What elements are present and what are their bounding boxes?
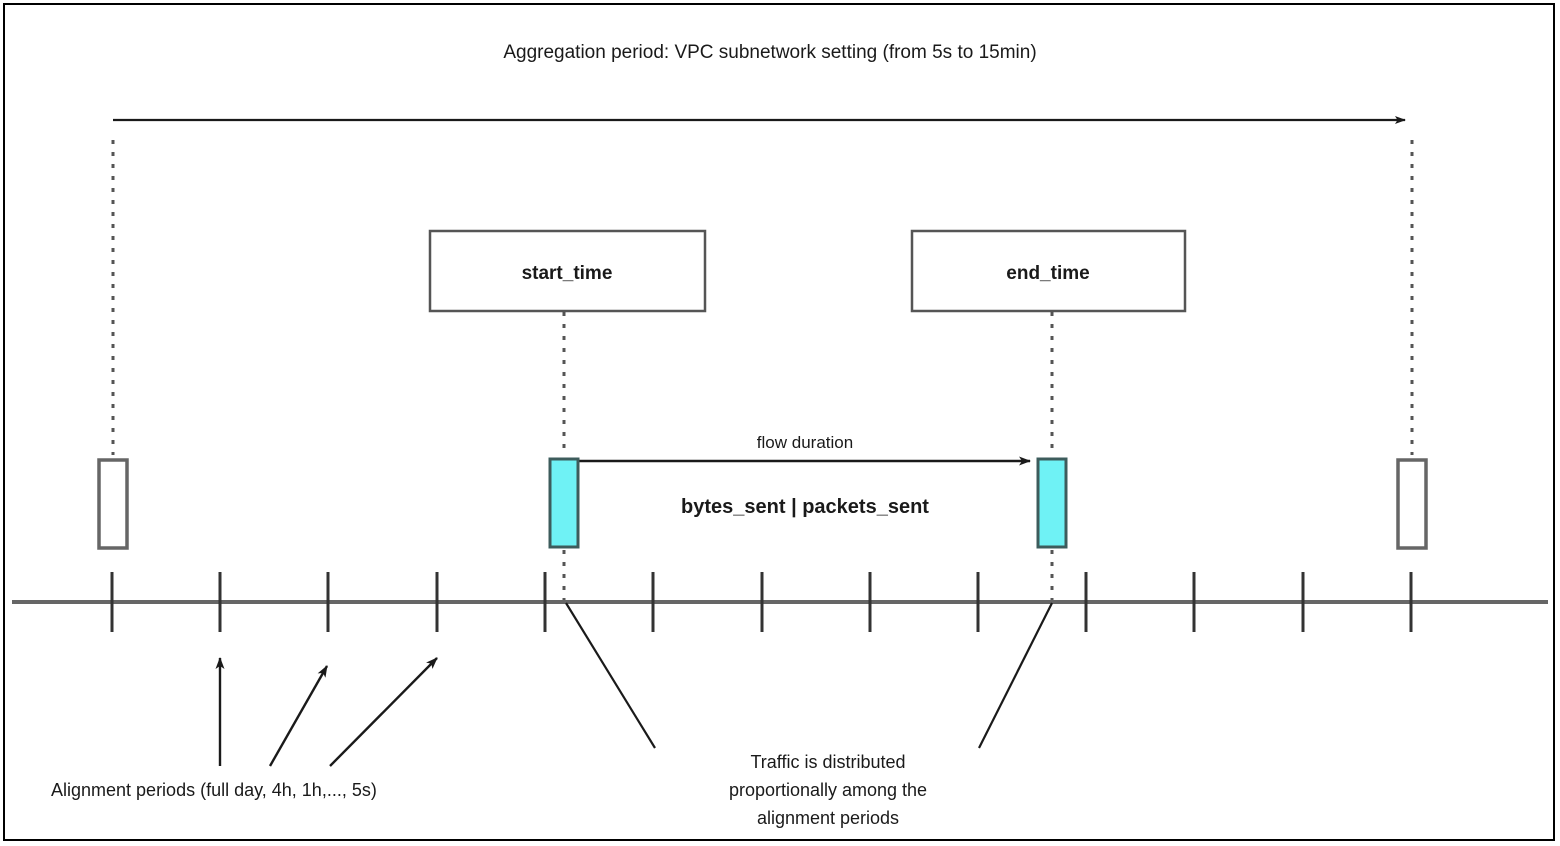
aggregation-boundary-bar-left bbox=[97, 458, 129, 550]
alignment-periods-caption: Alignment periods (full day, 4h, 1h,...,… bbox=[51, 780, 377, 800]
alignment-pointer-arrow bbox=[268, 665, 329, 767]
start-time-box-label: start_time bbox=[522, 263, 613, 284]
traffic-caption-leader-left bbox=[565, 602, 656, 749]
alignment-period-ticks bbox=[110, 572, 1413, 632]
flow-start-bar bbox=[548, 457, 580, 549]
alignment-period-pointer-arrows bbox=[215, 657, 438, 767]
traffic-caption-line-3: alignment periods bbox=[757, 808, 899, 828]
traffic-caption-line-1: Traffic is distributed bbox=[750, 752, 905, 772]
traffic-caption-line-2: proportionally among the bbox=[729, 780, 927, 800]
end-time-box: end_time bbox=[910, 229, 1187, 313]
traffic-caption-leader-right bbox=[978, 602, 1053, 749]
image-frame bbox=[3, 3, 1555, 841]
flow-metrics-label: bytes_sent | packets_sent bbox=[681, 496, 929, 518]
flow-duration-label: flow duration bbox=[757, 433, 853, 452]
end-time-box-label: end_time bbox=[1006, 263, 1089, 284]
start-time-box: start_time bbox=[428, 229, 707, 313]
flow-end-bar bbox=[1036, 457, 1068, 549]
traffic-distribution-caption: Traffic is distributed proportionally am… bbox=[729, 752, 927, 828]
aggregation-boundary-bar-right bbox=[1396, 458, 1428, 550]
alignment-pointer-arrow bbox=[329, 657, 438, 767]
aggregation-period-title: Aggregation period: VPC subnetwork setti… bbox=[503, 42, 1036, 63]
